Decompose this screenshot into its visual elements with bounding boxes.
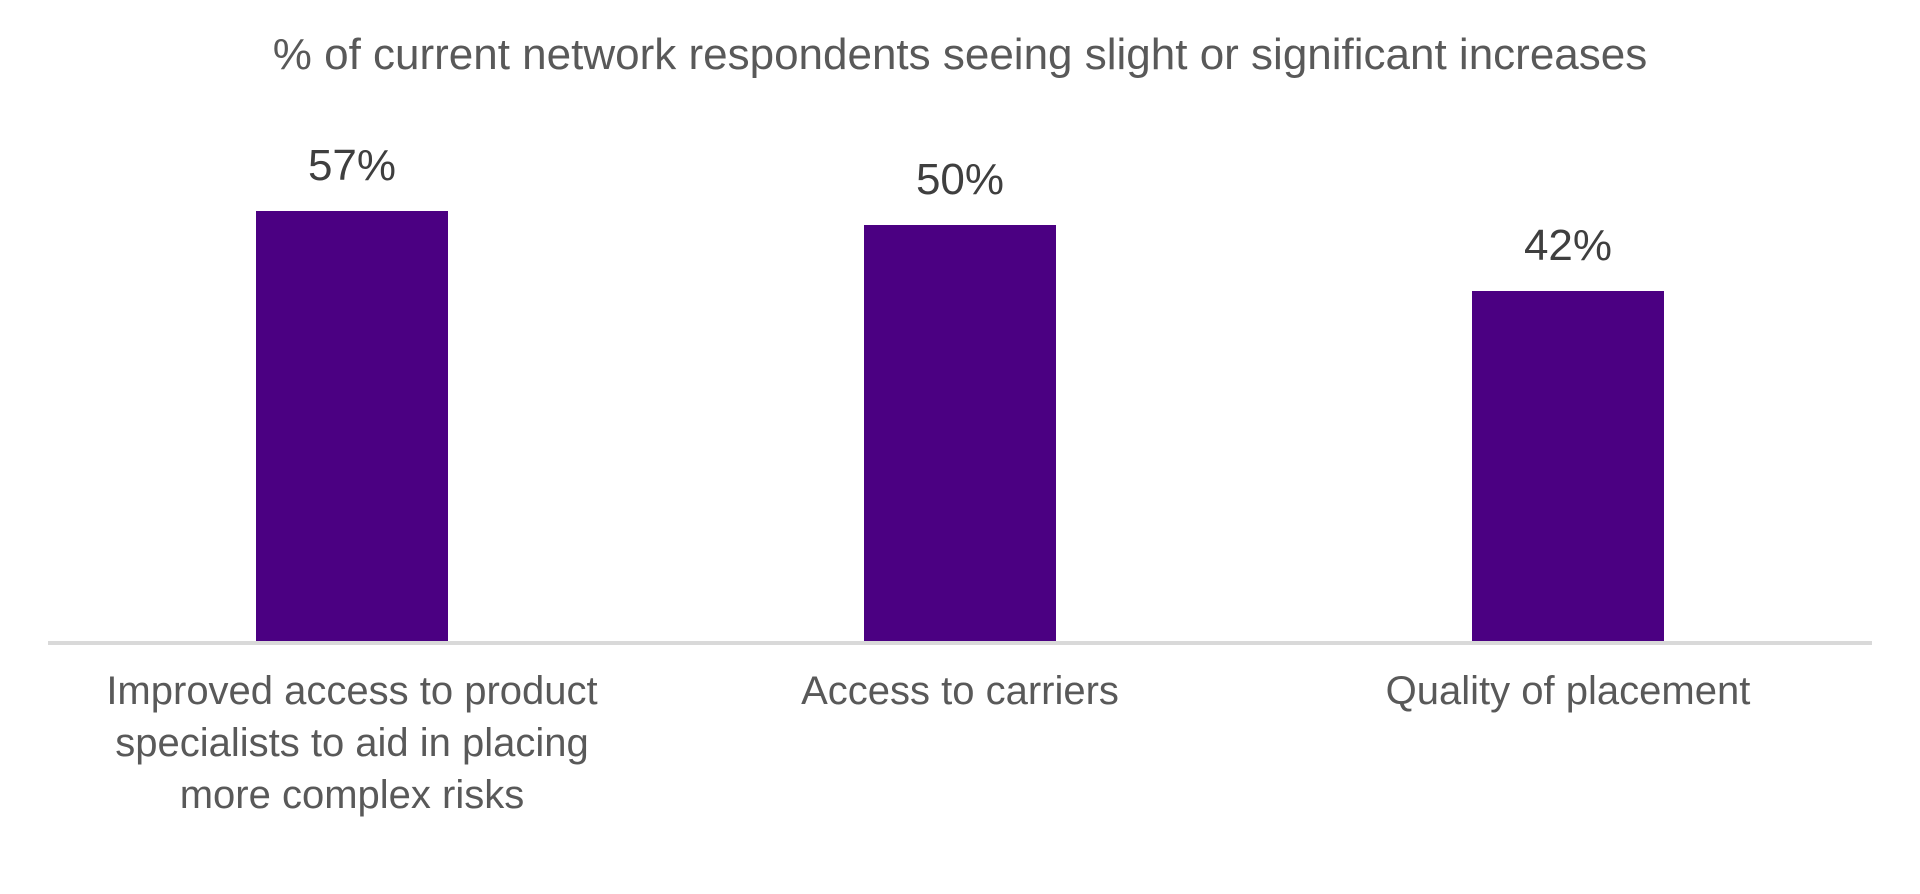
bar-value-label: 57%	[307, 141, 397, 191]
bar-column: 50%	[656, 141, 1264, 642]
category-label: Access to carriers	[656, 665, 1264, 717]
category-label-text: Improved access to product specialists t…	[106, 669, 598, 818]
chart-title: % of current network respondents seeing …	[272, 30, 1648, 79]
category-label-text: Access to carriers	[801, 669, 1119, 714]
bar	[256, 211, 448, 642]
category-axis: Improved access to product specialists t…	[48, 665, 1872, 821]
bar-column: 57%	[48, 141, 656, 642]
bar-value-label: 50%	[915, 154, 1005, 204]
bar	[1472, 291, 1664, 642]
category-label-text: Quality of placement	[1385, 669, 1751, 714]
category-label: Quality of placement	[1264, 665, 1872, 717]
bar-column: 42%	[1264, 141, 1872, 642]
bar-value-label: 42%	[1523, 221, 1613, 271]
bar	[864, 224, 1056, 642]
category-label: Improved access to product specialists t…	[48, 665, 656, 821]
plot-area: 57% 50% 42%	[48, 141, 1872, 646]
